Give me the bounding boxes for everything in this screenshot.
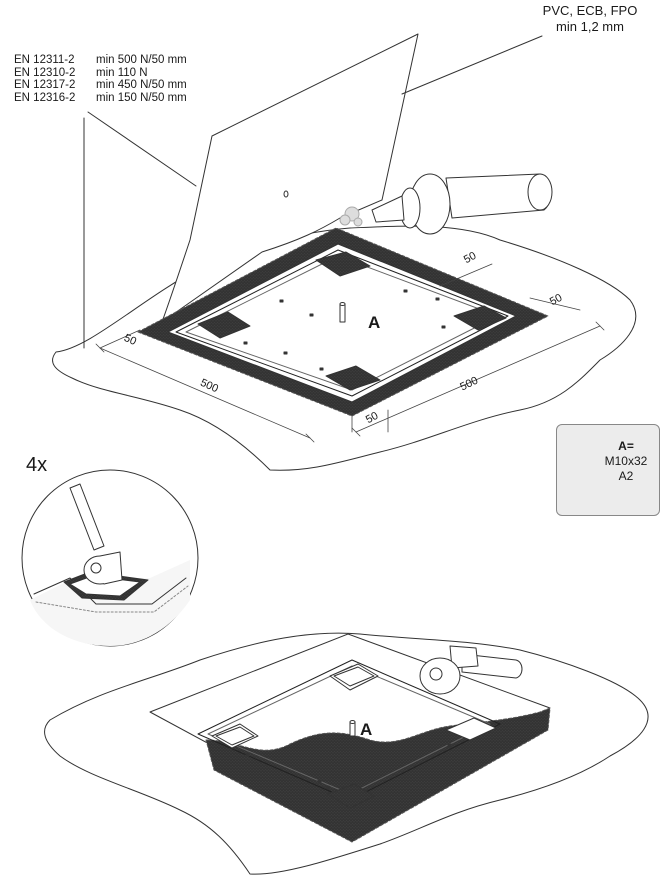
detail-circle: [21, 469, 199, 647]
standard-row: EN 12311-2 min 500 N/50 mm: [14, 54, 187, 67]
base-plate-top: [175, 249, 509, 397]
standard-code: EN 12316-2: [14, 91, 76, 104]
bolt-size: M10x32: [604, 454, 648, 468]
base-plate-bottom: [197, 659, 501, 809]
plate-pad-left: [197, 311, 251, 339]
standard-row: EN 12317-2 min 450 N/50 mm: [14, 79, 187, 92]
leader-line-material: [401, 35, 543, 95]
pressure-roller-icon: [69, 483, 123, 585]
bolt-label: A=: [618, 439, 634, 453]
bolt-grade: A2: [618, 469, 634, 483]
center-bolt-top: [339, 303, 346, 323]
standard-code: EN 12310-2: [14, 66, 76, 79]
standard-row: EN 12316-2 min 150 N/50 mm: [14, 92, 187, 105]
membrane-flap: [161, 33, 419, 323]
standard-value: min 150 N/50 mm: [96, 91, 187, 104]
standard-code: EN 12311-2: [14, 54, 75, 66]
center-bolt-bottom: [349, 721, 356, 737]
standard-value: min 500 N/50 mm: [96, 54, 187, 66]
standard-value: min 110 N: [96, 66, 148, 79]
pressure-roller-bottom-icon: [419, 645, 523, 695]
part-label-top: A: [368, 313, 381, 332]
standard-code: EN 12317-2: [14, 79, 76, 91]
quantity-label: 4x: [26, 454, 48, 476]
hot-air-welder-icon: [339, 173, 553, 235]
standards-list: EN 12311-2 min 500 N/50 mm EN 12310-2 min …: [14, 54, 187, 104]
standard-row: EN 12310-2 min 110 N: [14, 67, 187, 80]
plate-pad-front: [325, 365, 381, 391]
plate-pad-rear: [315, 251, 371, 277]
material-spec: PVC, ECB, FPO min 1,2 mm: [520, 3, 660, 35]
dimension-lines: [95, 263, 605, 443]
material-thickness: min 1,2 mm: [556, 19, 624, 34]
material-types: PVC, ECB, FPO: [542, 3, 638, 18]
part-label-bottom: A: [360, 720, 373, 739]
plate-pad-right: [453, 305, 507, 331]
standard-value: min 450 N/50 mm: [96, 79, 187, 91]
bolt-spec-box: A= M10x32 A2: [556, 424, 660, 516]
leader-line-standards: [87, 111, 197, 187]
